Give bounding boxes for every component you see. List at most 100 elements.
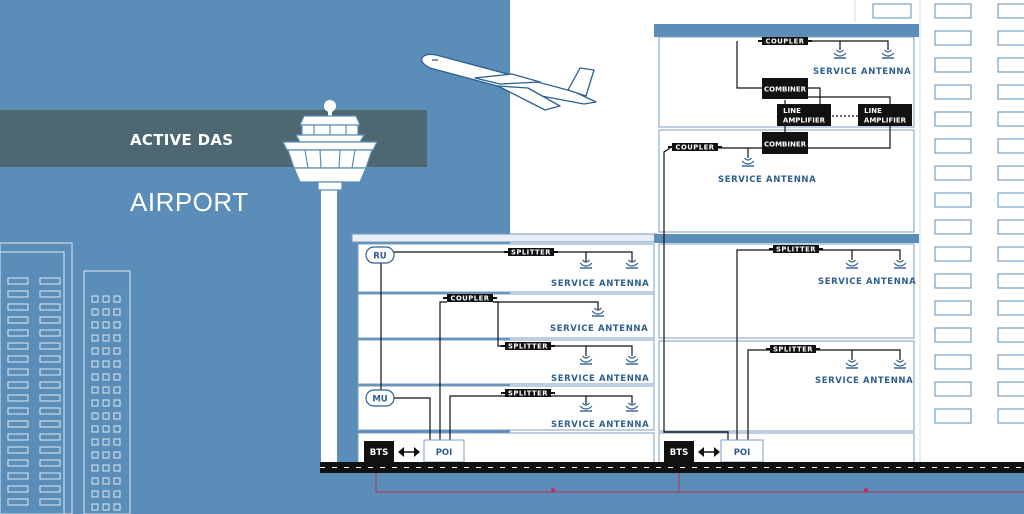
window [997,57,1024,73]
window [7,290,29,298]
wiring [380,40,901,440]
window [39,420,61,428]
window [997,84,1024,100]
window [102,360,110,368]
window [91,347,99,355]
window [39,277,61,285]
window [934,381,972,397]
svg-text:SPLITTER: SPLITTER [508,389,548,397]
window [7,485,29,493]
window [7,394,29,402]
window [997,408,1024,424]
window [91,425,99,433]
window [113,321,121,329]
window [102,386,110,394]
window [102,425,110,433]
service-antenna-label: SERVICE ANTENNA [551,374,649,384]
splitter-tag: SPLITTER [504,248,558,256]
window [39,407,61,415]
svg-text:SPLITTER: SPLITTER [511,248,551,256]
window [113,451,121,459]
service-antenna-labels: SERVICE ANTENNA SERVICE ANTENNA SERVICE … [550,67,916,430]
window [102,438,110,446]
window [91,373,99,381]
window [934,57,972,73]
coupler-tag: COUPLER [443,294,497,302]
svg-text:AMPLIFIER: AMPLIFIER [783,117,826,125]
window [113,425,121,433]
svg-text:BTS: BTS [370,448,388,458]
page-subtitle: AIRPORT [130,187,249,217]
airplane-icon [421,53,597,111]
window [7,277,29,285]
coupler-tag: COUPLER [668,143,722,151]
svg-text:SPLITTER: SPLITTER [776,245,816,253]
window [934,246,972,262]
combiner-box: COMBINER [762,78,808,99]
window [91,438,99,446]
combiner-box: COMBINER [762,132,808,154]
svg-text:COMBINER: COMBINER [764,86,807,94]
background-bottom [0,472,1024,514]
window [102,308,110,316]
window [997,381,1024,397]
line-amplifier-box: LINE AMPLIFIER [777,104,831,126]
ru-node: RU [365,246,395,264]
right-building-windows [872,3,1024,424]
window [113,334,121,342]
svg-text:BTS: BTS [670,448,688,458]
window [7,472,29,480]
service-antenna-label: SERVICE ANTENNA [813,67,911,77]
window [91,399,99,407]
svg-text:LINE: LINE [783,107,801,115]
window [91,412,99,420]
window [997,300,1024,316]
poi-box: POI [720,439,764,463]
window [91,503,99,511]
left-building-windows [7,277,121,511]
window [39,381,61,389]
window [7,381,29,389]
window [7,329,29,337]
window [934,165,972,181]
coupler-tag: COUPLER [758,37,812,45]
service-antenna-label: SERVICE ANTENNA [551,420,649,430]
window [91,490,99,498]
window [102,295,110,303]
window [997,327,1024,343]
window [39,459,61,467]
window [934,3,972,19]
window [102,321,110,329]
bts-box: BTS [364,441,394,462]
window [102,373,110,381]
window [113,386,121,394]
control-tower-icon [282,100,378,462]
window [113,308,121,316]
window [7,316,29,324]
window [934,192,972,208]
window [102,399,110,407]
window [934,111,972,127]
double-arrow-icon [698,447,720,457]
window [113,464,121,472]
bts-box: BTS [664,441,694,462]
window [39,316,61,324]
window [997,3,1024,19]
window [113,477,121,485]
window [7,407,29,415]
poi-box: POI [423,439,465,463]
window [39,498,61,506]
road [320,462,1024,473]
svg-text:RU: RU [373,252,387,262]
window [91,386,99,394]
window [997,192,1024,208]
splitter-tag: SPLITTER [766,345,820,353]
window [934,273,972,289]
window [39,355,61,363]
window [39,485,61,493]
window [91,308,99,316]
service-antenna-label: SERVICE ANTENNA [550,324,648,334]
window [102,451,110,459]
window [997,354,1024,370]
window [91,464,99,472]
